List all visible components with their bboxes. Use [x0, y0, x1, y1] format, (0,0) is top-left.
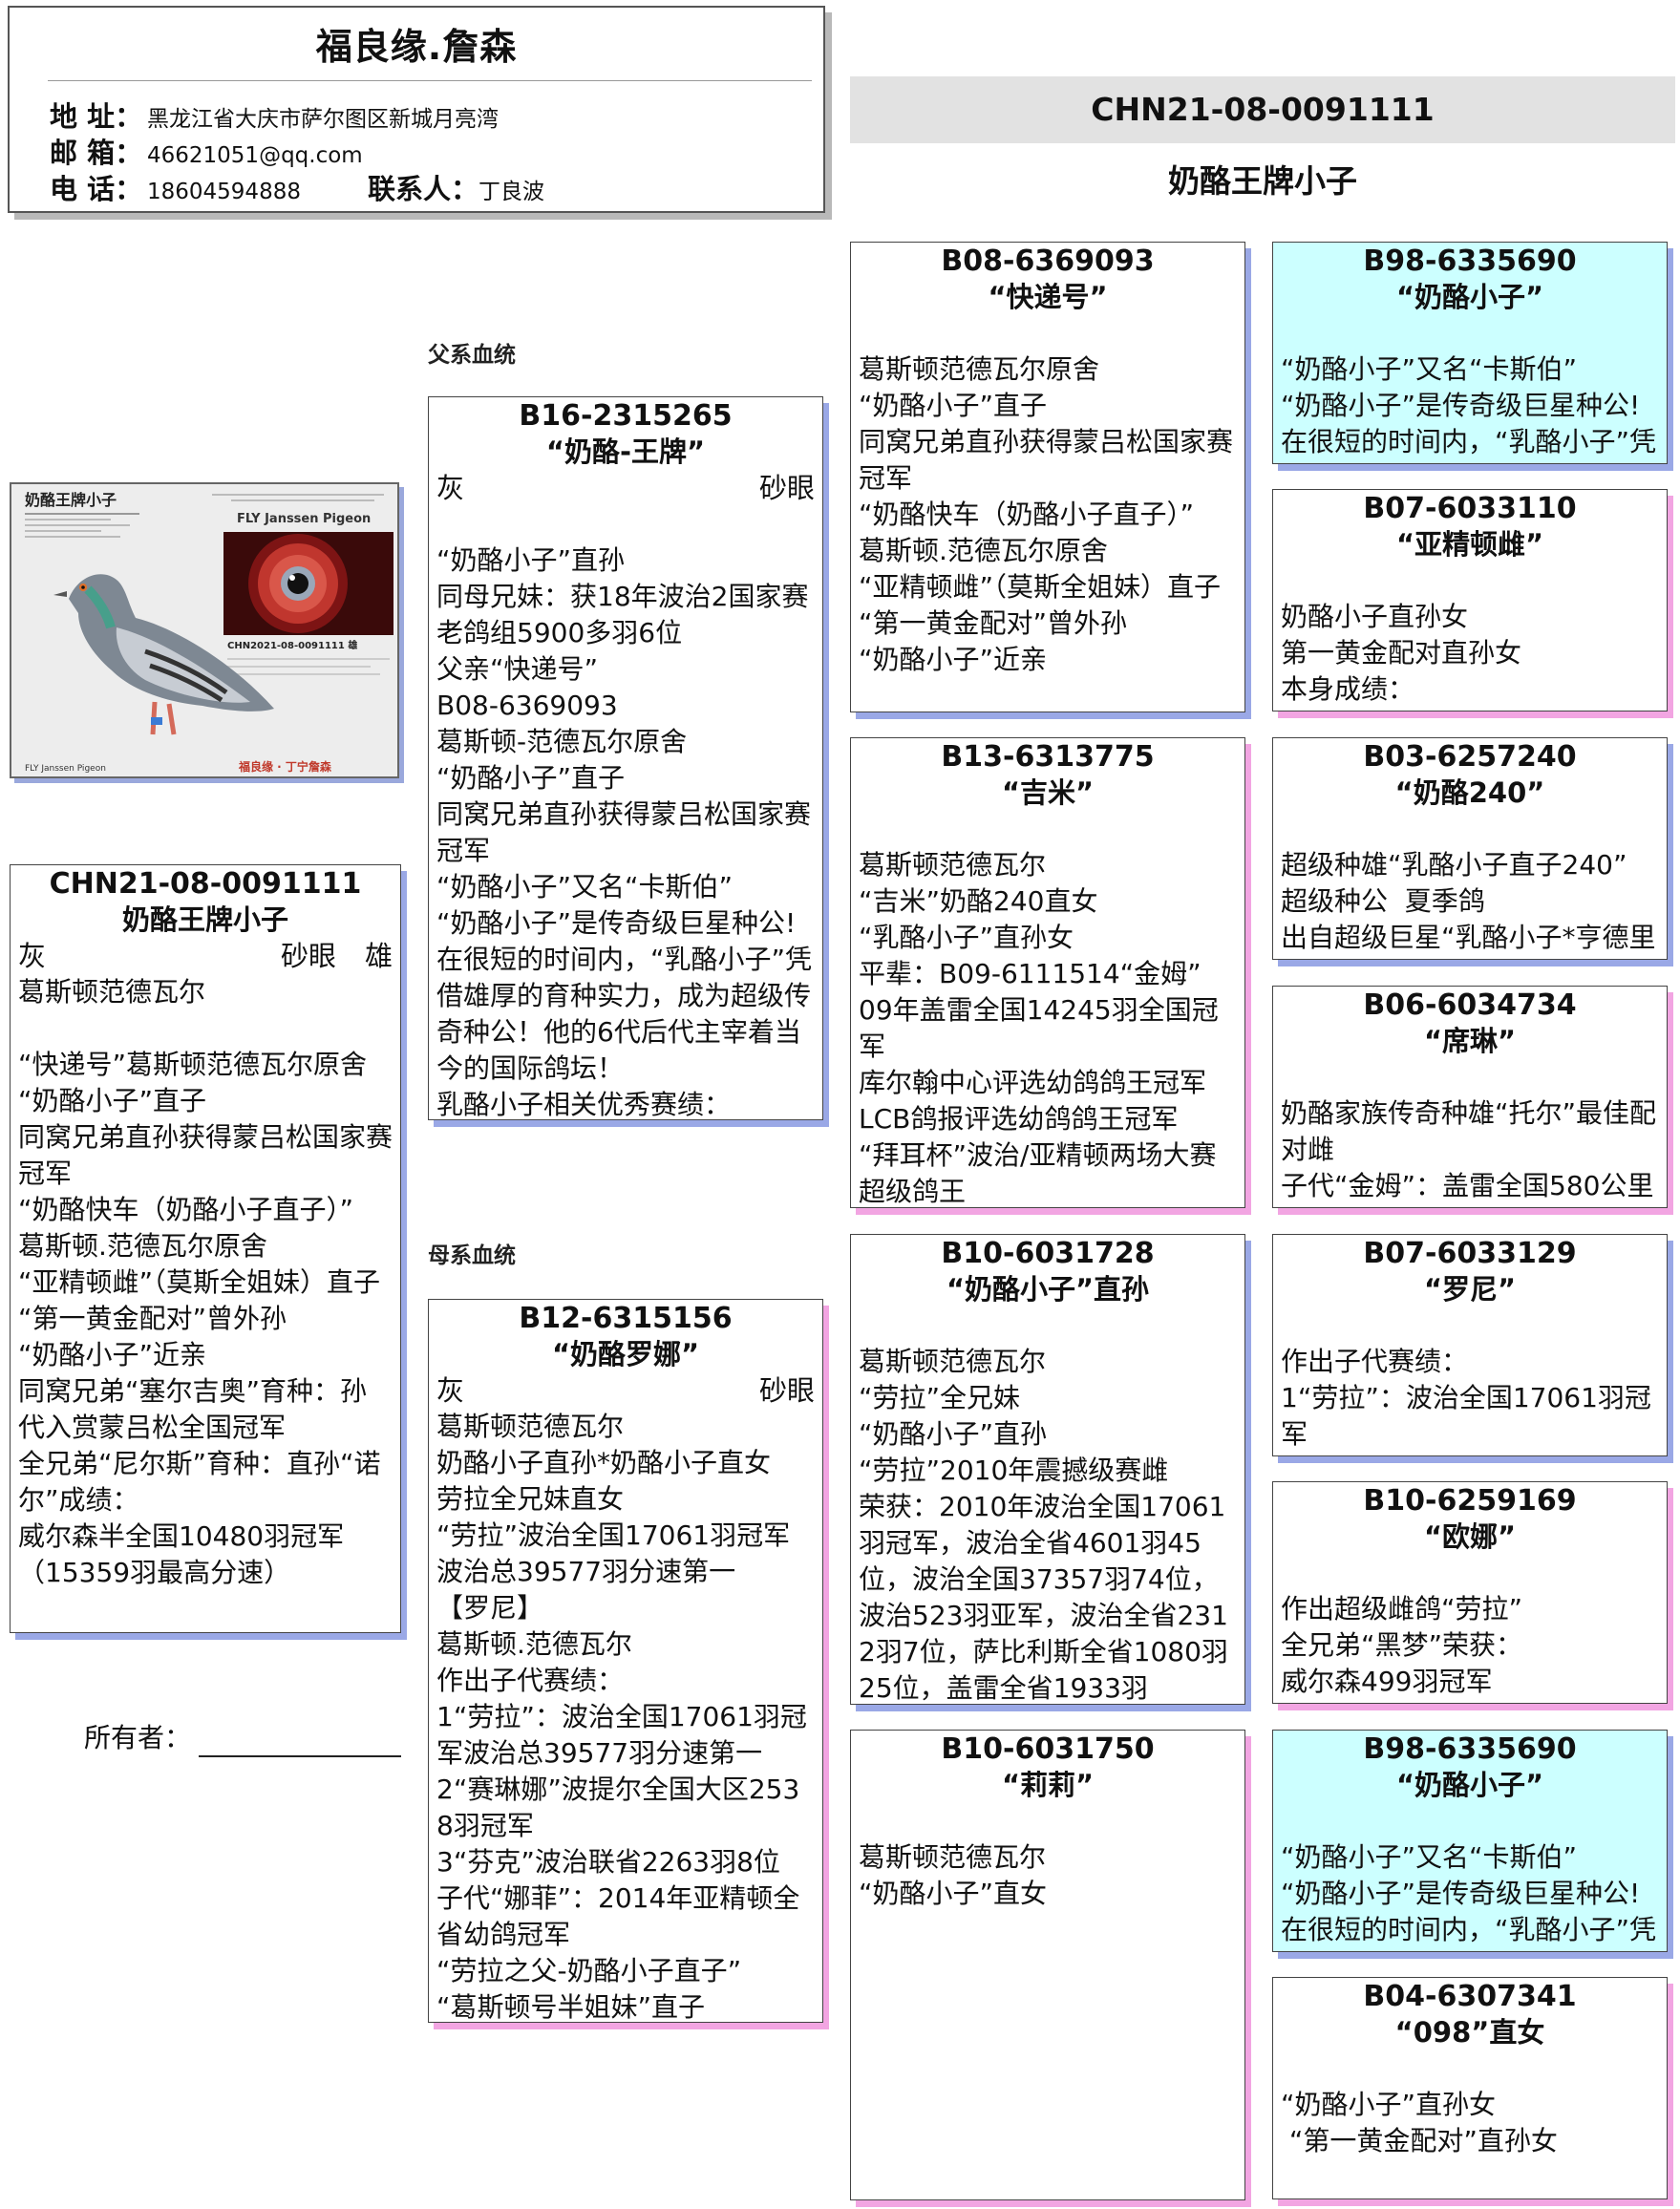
gen4-card-8: B04-6307341 “098”直女 “奶酪小子”直孙女 “第一黄金配对”直孙… — [1272, 1977, 1668, 2199]
sire-card: B16-2315265 “奶酪-王牌” 灰 砂眼 “奶酪小子”直孙 同母兄妹：获… — [428, 396, 823, 1120]
email-label: 邮 箱： — [50, 137, 143, 169]
dam-card: B12-6315156 “奶酪罗娜” 灰 砂眼 葛斯顿范德瓦尔 奶酪小子直孙*奶… — [428, 1299, 823, 2023]
photo-brand: FLY Janssen Pigeon — [237, 512, 371, 526]
email-row: 邮 箱：46621051@qq.com — [50, 134, 363, 172]
divider — [48, 80, 812, 81]
address-label: 地 址： — [50, 100, 143, 133]
sire-color: 灰 — [436, 472, 465, 504]
gen4-description: 奶酪小子直孙女 第一黄金配对直孙女 本身成绩： — [1281, 601, 1522, 705]
subject-description: 葛斯顿范德瓦尔 “快递号”葛斯顿范德瓦尔原舍 “奶酪小子”直子 同窝兄弟直孙获得… — [18, 976, 393, 1588]
gen4-ring: B07-6033129 — [1363, 1237, 1577, 1270]
dam-attributes: 灰 砂眼 — [436, 1372, 815, 1409]
loft-name: 福良缘.詹森 — [315, 26, 518, 68]
owner-blank-line — [199, 1727, 402, 1757]
pigeon-image — [53, 574, 274, 735]
gen4-name: “098”直女 — [1394, 2016, 1545, 2049]
subject-sex: 雄 — [364, 940, 393, 972]
gen3-card-dam-dam: B10-6031750 “莉莉” 葛斯顿范德瓦尔 “奶酪小子”直女 — [850, 1730, 1245, 2200]
owner-field: 所有者： — [84, 1719, 402, 1757]
gen4-description: “奶酪小子”又名“卡斯伯” “奶酪小子”是传奇级巨星种公! 在很短的时间内，“乳… — [1281, 1841, 1657, 1945]
gen4-card-5: B07-6033129 “罗尼” 作出子代赛绩： 1“劳拉”：波治全国17061… — [1272, 1234, 1668, 1456]
gen4-card-7: B98-6335690 “奶酪小子” “奶酪小子”又名“卡斯伯” “奶酪小子”是… — [1272, 1730, 1668, 1952]
gen4-ring: B98-6335690 — [1363, 244, 1577, 278]
gen3-name: “奶酪小子”直孙 — [946, 1273, 1150, 1306]
gen4-ring: B10-6259169 — [1363, 1484, 1577, 1518]
owner-label: 所有者： — [84, 1722, 192, 1753]
gen4-ring: B07-6033110 — [1363, 492, 1577, 525]
dam-description: 葛斯顿范德瓦尔 奶酪小子直孙*奶酪小子直女 劳拉全兄妹直女 “劳拉”波治全国17… — [436, 1411, 807, 2023]
phone-value: 18604594888 — [147, 180, 301, 204]
gen4-name: “奶酪小子” — [1395, 281, 1544, 313]
gen4-name: “奶酪240” — [1394, 776, 1545, 809]
gen4-name: “亚精顿雌” — [1395, 528, 1544, 561]
contact-label: 联系人： — [367, 173, 478, 205]
dam-eye: 砂眼 — [758, 1374, 815, 1407]
gen4-name: “欧娜” — [1423, 1520, 1517, 1553]
eye-image — [223, 532, 393, 635]
gen4-card-4: B06-6034734 “席琳” 奶酪家族传奇种雄“托尔”最佳配对雌 子代“金姆… — [1272, 986, 1668, 1208]
sire-eye: 砂眼 — [758, 472, 815, 504]
gen4-description: 奶酪家族传奇种雄“托尔”最佳配对雌 子代“金姆”：盖雷全国580公里 — [1281, 1097, 1657, 1201]
gen4-card-1: B98-6335690 “奶酪小子” “奶酪小子”又名“卡斯伯” “奶酪小子”是… — [1272, 242, 1668, 464]
subject-attributes: 灰 砂眼 雄 — [18, 938, 393, 974]
subject-ring-header: CHN21-08-0091111 — [850, 76, 1675, 143]
photo-footer-left: FLY Janssen Pigeon — [25, 764, 106, 774]
address-value: 黑龙江省大庆市萨尔图区新城月亮湾 — [147, 107, 499, 132]
contact-value: 丁良波 — [478, 180, 544, 204]
gen4-name: “奶酪小子” — [1395, 1769, 1544, 1801]
gen4-name: “罗尼” — [1423, 1273, 1517, 1306]
gen3-ring: B13-6313775 — [941, 740, 1155, 774]
photo-ring: CHN2021-08-0091111 雄 — [227, 639, 357, 651]
loft-info-box: 福良缘.詹森 地 址：黑龙江省大庆市萨尔图区新城月亮湾 邮 箱：46621051… — [8, 6, 825, 213]
gen3-description: 葛斯顿范德瓦尔 “奶酪小子”直女 — [859, 1841, 1048, 1909]
photo-title: 奶酪王牌小子 — [25, 491, 117, 509]
subject-name-header: 奶酪王牌小子 — [1168, 162, 1357, 200]
gen4-card-6: B10-6259169 “欧娜” 作出超级雌鸽“劳拉” 全兄弟“黑梦”荣获： 威… — [1272, 1481, 1668, 1704]
subject-ring: CHN21-08-0091111 — [49, 867, 362, 901]
subject-name: 奶酪王牌小子 — [121, 903, 288, 936]
gen3-card-dam-sire: B10-6031728 “奶酪小子”直孙 葛斯顿范德瓦尔 “劳拉”全兄妹 “奶酪… — [850, 1234, 1245, 1705]
dam-name: “奶酪罗娜” — [551, 1338, 700, 1370]
gen3-name: “莉莉” — [1001, 1769, 1095, 1801]
subject-color: 灰 — [18, 940, 47, 972]
gen4-ring: B04-6307341 — [1363, 1980, 1577, 2013]
sire-name: “奶酪-王牌” — [545, 435, 706, 468]
email-value: 46621051@qq.com — [147, 143, 363, 168]
pigeon-photo: 奶酪王牌小子 FLY Janssen Pigeon CHN2021-08-009… — [10, 482, 399, 778]
gen4-ring: B98-6335690 — [1363, 1732, 1577, 1766]
gen3-name: “吉米” — [1001, 776, 1095, 809]
gen4-card-3: B03-6257240 “奶酪240” 超级种雄“乳酪小子直子240” 超级种公… — [1272, 737, 1668, 960]
gen3-description: 葛斯顿范德瓦尔 “吉米”奶酪240直女 “乳酪小子”直孙女 平辈：B09-611… — [859, 849, 1219, 1207]
gen4-description: 作出子代赛绩： 1“劳拉”：波治全国17061羽冠军 — [1281, 1346, 1651, 1450]
gen4-description: “奶酪小子”又名“卡斯伯” “奶酪小子”是传奇级巨星种公! 在很短的时间内，“乳… — [1281, 353, 1657, 457]
gen3-ring: B10-6031750 — [941, 1732, 1155, 1766]
gen4-ring: B06-6034734 — [1363, 988, 1577, 1022]
gen3-ring: B10-6031728 — [941, 1237, 1155, 1270]
dam-color: 灰 — [436, 1374, 465, 1407]
phone-row: 电 话：18604594888 联系人：丁良波 — [50, 170, 544, 208]
sire-attributes: 灰 砂眼 — [436, 470, 815, 506]
gen3-ring: B08-6369093 — [941, 244, 1155, 278]
gen3-card-sire-dam: B13-6313775 “吉米” 葛斯顿范德瓦尔 “吉米”奶酪240直女 “乳酪… — [850, 737, 1245, 1208]
gen3-description: 葛斯顿范德瓦尔原舍 “奶酪小子”直子 同窝兄弟直孙获得蒙吕松国家赛冠军 “奶酪快… — [859, 353, 1234, 675]
gen4-description: 超级种雄“乳酪小子直子240” 超级种公 夏季鸽 出自超级巨星“乳酪小子*亨德里 — [1281, 849, 1656, 953]
gen3-description: 葛斯顿范德瓦尔 “劳拉”全兄妹 “奶酪小子”直孙 “劳拉”2010年震撼级赛雌 … — [859, 1346, 1228, 1704]
gen3-name: “快递号” — [988, 281, 1108, 313]
gen4-description: 作出超级雌鸽“劳拉” 全兄弟“黑梦”荣获： 威尔森499羽冠军 — [1281, 1593, 1523, 1697]
gen4-card-2: B07-6033110 “亚精顿雌” 奶酪小子直孙女 第一黄金配对直孙女 本身成… — [1272, 489, 1668, 712]
gen4-ring: B03-6257240 — [1363, 740, 1577, 774]
subject-eye: 砂眼 — [280, 940, 336, 972]
subject-card: CHN21-08-0091111 奶酪王牌小子 灰 砂眼 雄 葛斯顿范德瓦尔 “… — [10, 864, 401, 1633]
dam-ring: B12-6315156 — [519, 1302, 733, 1335]
gen4-description: “奶酪小子”直孙女 “第一黄金配对”直孙女 — [1281, 2089, 1558, 2156]
address-row: 地 址：黑龙江省大庆市萨尔图区新城月亮湾 — [50, 97, 499, 136]
gen4-name: “席琳” — [1423, 1025, 1517, 1057]
sire-description: “奶酪小子”直孙 同母兄妹：获18年波治2国家赛老鸽组5900多羽6位 父亲“快… — [436, 544, 813, 1120]
sire-ring: B16-2315265 — [519, 399, 733, 433]
gen3-card-sire-sire: B08-6369093 “快递号” 葛斯顿范德瓦尔原舍 “奶酪小子”直子 同窝兄… — [850, 242, 1245, 712]
dam-line-label: 母系血统 — [428, 1243, 516, 1268]
photo-footer-right: 福良缘 · 丁宁詹森 — [238, 759, 332, 774]
sire-line-label: 父系血统 — [428, 343, 516, 368]
phone-label: 电 话： — [50, 173, 143, 205]
